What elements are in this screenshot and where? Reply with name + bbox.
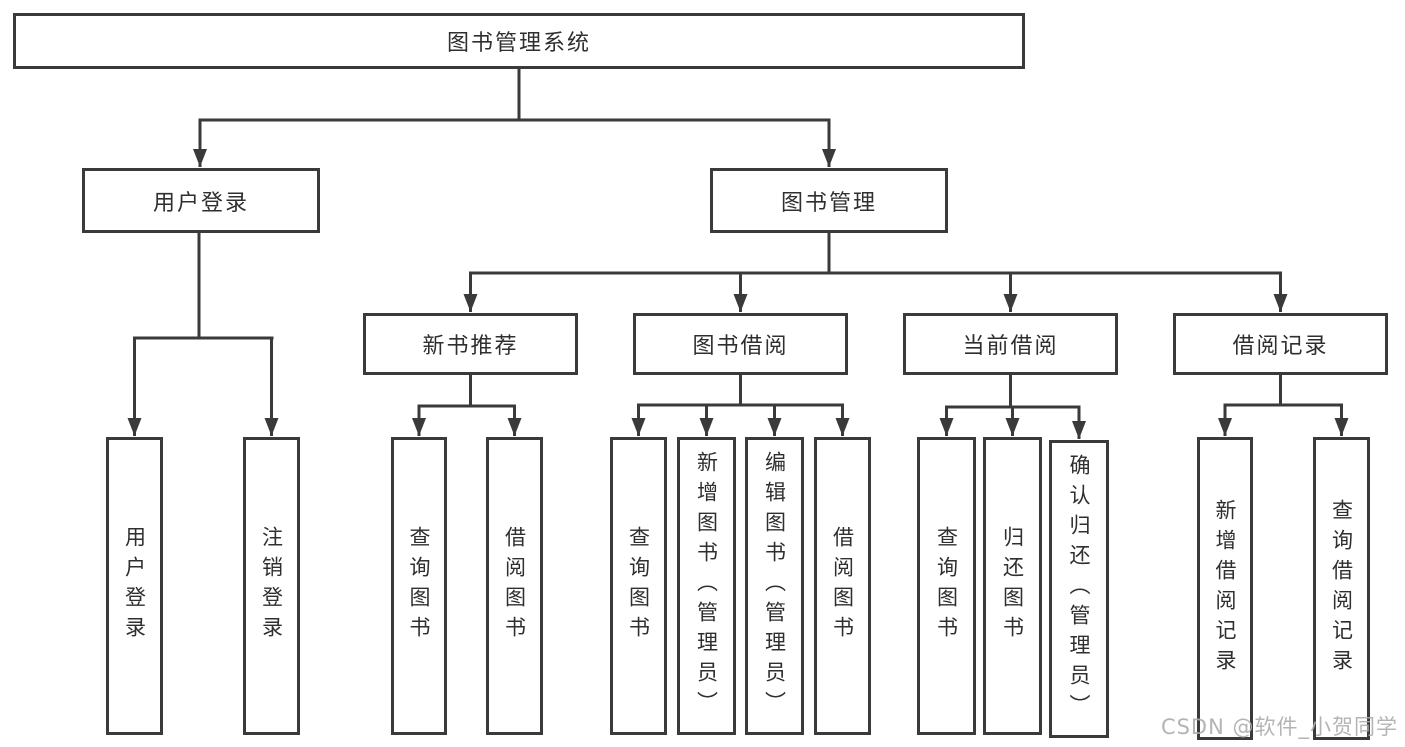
- node-label: 图书管理: [780, 190, 877, 216]
- node-leaf-user-login: 用户登录: [106, 437, 163, 735]
- node-label: 查询借阅记录: [1329, 498, 1354, 679]
- connector-user-login-branch: [127, 233, 279, 436]
- node-label: 确认归还（管理员）: [1067, 454, 1091, 724]
- node-leaf-logout: 注销登录: [243, 437, 300, 735]
- node-leaf-edit-book-admin: 编辑图书（管理员）: [745, 437, 804, 735]
- node-label: 图书借阅: [692, 334, 789, 359]
- node-label: 借阅记录: [1232, 334, 1329, 359]
- node-label: 查询图书: [934, 526, 959, 646]
- connector-current-borrow-branch: [939, 375, 1086, 439]
- node-leaf-query-books-2: 查询图书: [610, 437, 667, 735]
- watermark: CSDN @软件_小贺同学: [1160, 715, 1398, 739]
- node-leaf-query-books-3: 查询图书: [917, 437, 976, 735]
- node-leaf-add-borrow-record: 新增借阅记录: [1197, 437, 1253, 740]
- node-root: 图书管理系统: [13, 13, 1025, 69]
- node-leaf-return-books: 归还图书: [983, 437, 1042, 735]
- node-label: 新增图书（管理员）: [694, 451, 719, 721]
- node-leaf-confirm-return-admin: 确认归还（管理员）: [1049, 440, 1109, 738]
- node-current-borrowing: 当前借阅: [903, 313, 1118, 375]
- node-label: 新增借阅记录: [1213, 498, 1237, 679]
- node-label: 用户登录: [122, 526, 147, 646]
- node-leaf-query-books-1: 查询图书: [391, 437, 447, 735]
- node-label: 用户登录: [152, 190, 249, 216]
- node-label: 图书管理系统: [446, 31, 591, 56]
- node-label: 注销登录: [259, 526, 284, 646]
- node-label: 借阅图书: [830, 526, 855, 646]
- node-leaf-borrow-books-1: 借阅图书: [486, 437, 543, 735]
- connector-book-borrow-branch: [631, 375, 850, 436]
- node-user-login: 用户登录: [82, 168, 320, 233]
- node-leaf-borrow-books-2: 借阅图书: [814, 437, 871, 735]
- node-leaf-add-book-admin: 新增图书（管理员）: [677, 437, 736, 735]
- connector-book-management-branch: [463, 233, 1288, 312]
- node-leaf-query-borrow-record: 查询借阅记录: [1313, 437, 1370, 740]
- node-label: 当前借阅: [962, 334, 1059, 359]
- node-label: 查询图书: [407, 526, 431, 646]
- node-label: 新书推荐: [422, 334, 519, 359]
- node-book-borrowing: 图书借阅: [633, 313, 848, 375]
- node-label: 借阅图书: [502, 526, 527, 646]
- connector-borrow-record-branch: [1218, 375, 1349, 436]
- node-borrowing-records: 借阅记录: [1173, 313, 1388, 375]
- node-label: 归还图书: [1000, 526, 1025, 646]
- node-new-book-recommend: 新书推荐: [363, 313, 578, 375]
- connector-root-to-level2: [193, 69, 836, 167]
- node-book-management: 图书管理: [710, 168, 948, 233]
- node-label: 查询图书: [626, 526, 651, 646]
- connector-new-book-branch: [412, 375, 522, 436]
- node-label: 编辑图书（管理员）: [762, 451, 787, 721]
